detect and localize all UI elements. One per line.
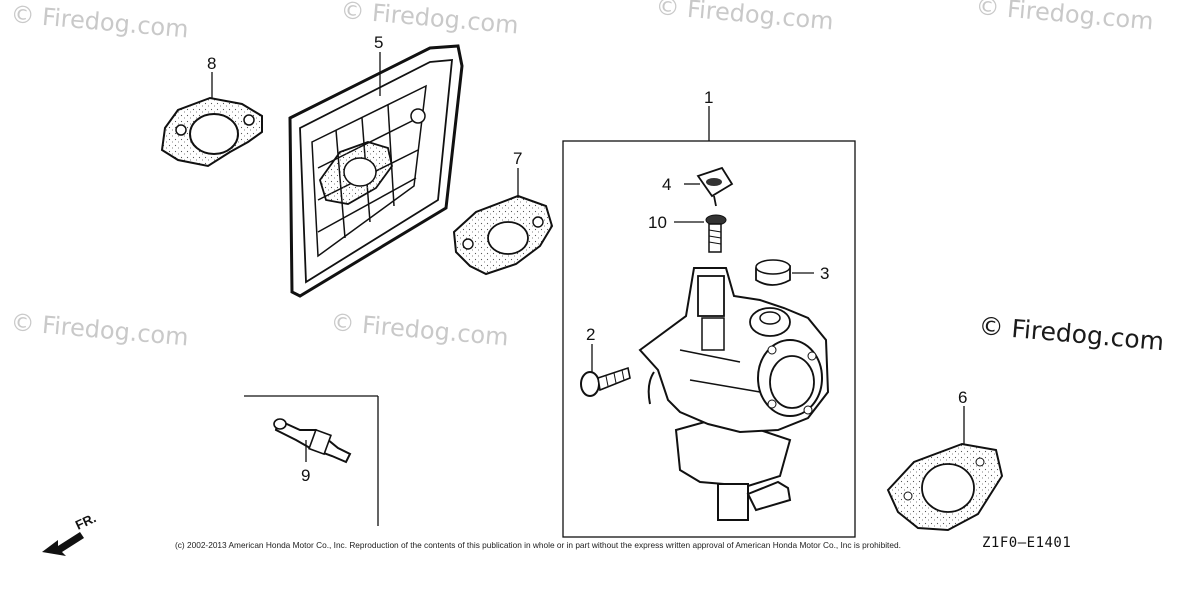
copyright-notice: (c) 2002-2013 American Honda Motor Co., … (175, 540, 901, 550)
callout-6: 6 (958, 388, 967, 407)
callout-labels: 1 2 3 4 5 6 7 8 9 10 (207, 33, 967, 485)
callout-3: 3 (820, 264, 829, 283)
watermark-text: © Firedog.com (329, 308, 509, 351)
front-direction-arrow: FR. (42, 510, 98, 556)
watermark-text: © Firedog.com (9, 308, 189, 351)
gasket-part-7[interactable] (452, 168, 554, 276)
front-label: FR. (73, 510, 98, 532)
diagram-code: Z1F0—E1401 (982, 535, 1072, 551)
screw-part-2[interactable] (580, 344, 631, 397)
callout-4: 4 (662, 175, 671, 194)
callout-8: 8 (207, 54, 216, 73)
gasket-part-8[interactable] (160, 72, 263, 168)
watermark-text: © Firedog.com (974, 0, 1154, 36)
watermark-text: © Firedog.com (339, 0, 519, 40)
fitting-part-9[interactable] (273, 418, 352, 464)
watermark-prominent: © Firedog.com (977, 311, 1165, 356)
watermark-text: © Firedog.com (9, 0, 189, 43)
gasket-part-6[interactable] (886, 406, 1004, 532)
callout-7: 7 (513, 149, 522, 168)
carburetor-assembly-frame (562, 106, 856, 538)
carburetor-body[interactable] (638, 267, 830, 521)
callout-9: 9 (301, 466, 310, 485)
watermarks: © Firedog.com © Firedog.com © Firedog.co… (9, 0, 1165, 356)
callout-10: 10 (648, 213, 667, 232)
callout-1: 1 (704, 88, 713, 107)
insulator-plate-part-5[interactable] (288, 44, 464, 298)
part-9-frame (244, 395, 379, 526)
callout-2: 2 (586, 325, 595, 344)
cap-part-4[interactable] (684, 166, 734, 207)
callout-5: 5 (374, 33, 383, 52)
cap-part-3[interactable] (755, 259, 814, 286)
screw-part-10[interactable] (674, 214, 727, 253)
watermark-text: © Firedog.com (654, 0, 834, 36)
